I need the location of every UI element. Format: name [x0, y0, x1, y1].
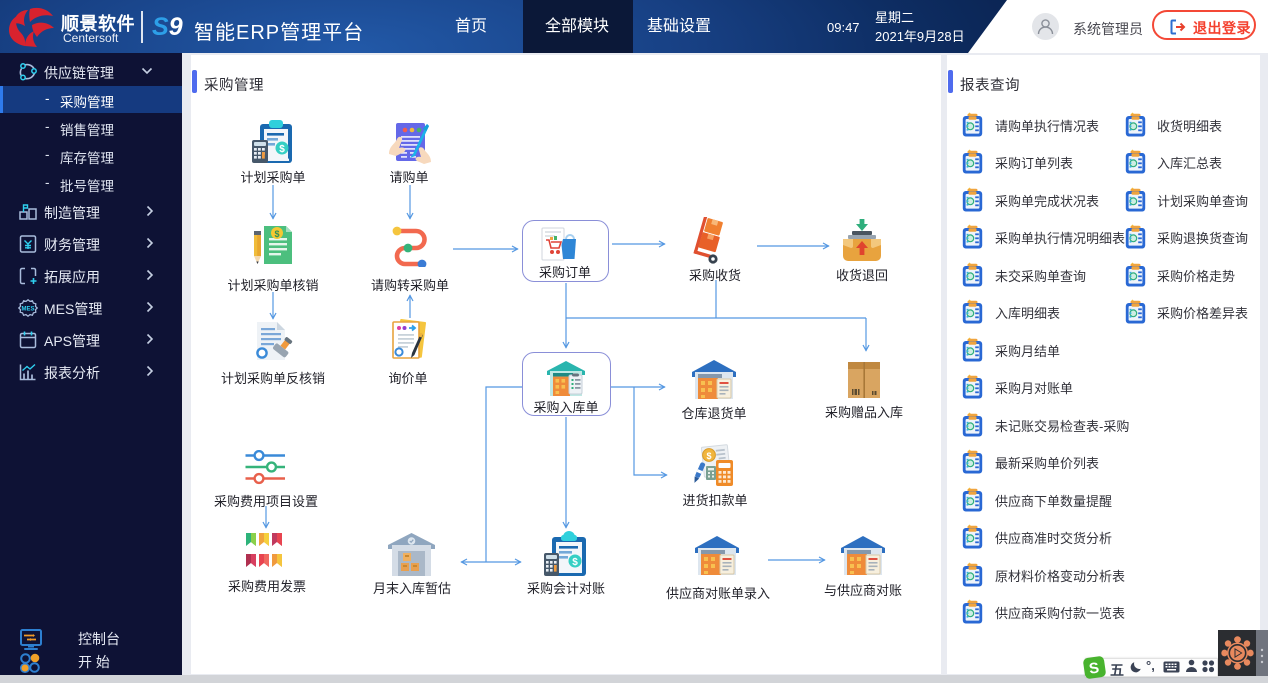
svg-text:$: $: [706, 451, 711, 461]
svg-text:$: $: [572, 557, 578, 568]
svg-text:MES: MES: [21, 307, 34, 313]
svg-text:$: $: [274, 229, 279, 239]
svg-text:S: S: [1088, 659, 1100, 677]
